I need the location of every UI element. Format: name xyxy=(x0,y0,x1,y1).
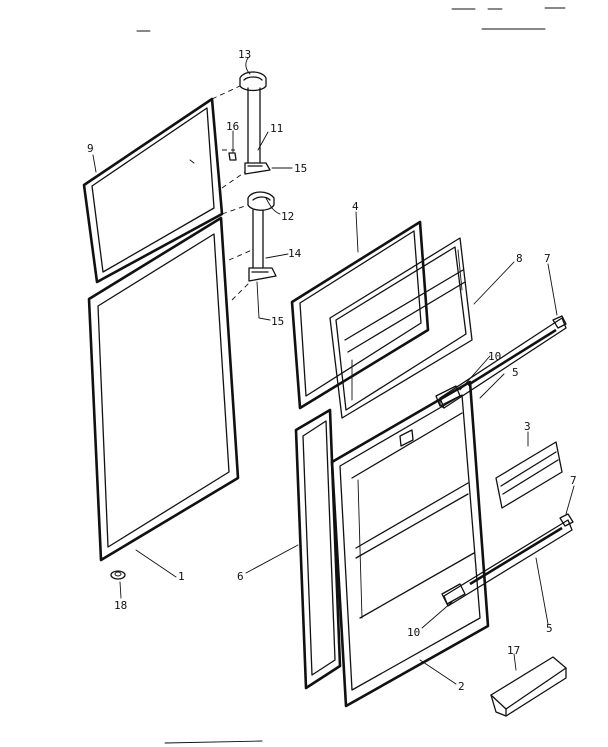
callout-7b: 7 xyxy=(570,474,577,487)
callout-15b: 15 xyxy=(271,315,284,328)
callout-6: 6 xyxy=(237,570,244,583)
freezer-door-liner xyxy=(329,237,473,419)
egg-bin xyxy=(490,656,567,717)
fresh-food-door-gasket xyxy=(87,216,240,562)
leader-lines xyxy=(92,57,575,685)
callout-7a: 7 xyxy=(544,252,551,265)
callout-10a: 10 xyxy=(488,350,501,363)
callout-18: 18 xyxy=(114,599,127,612)
callout-16: 16 xyxy=(226,120,239,133)
freezer-liner-gasket xyxy=(290,220,430,410)
callout-13: 13 xyxy=(238,48,251,61)
callout-labels: 13 16 11 15 12 14 15 9 4 8 7 10 5 3 7 1 … xyxy=(87,48,577,693)
dairy-compartment-door xyxy=(495,441,563,509)
callout-1: 1 xyxy=(178,570,185,583)
callout-2: 2 xyxy=(458,680,465,693)
callout-9: 9 xyxy=(87,142,94,155)
callout-10b: 10 xyxy=(407,626,420,639)
lower-door-shelf xyxy=(441,513,574,607)
hinge-assembly xyxy=(211,71,277,301)
callout-5b: 5 xyxy=(546,622,553,635)
scan-artifacts xyxy=(136,7,566,744)
callout-12: 12 xyxy=(281,210,294,223)
fresh-food-door-liner xyxy=(330,380,490,708)
lower-hinge-bushing xyxy=(110,570,126,580)
callout-17: 17 xyxy=(507,644,520,657)
callout-5a: 5 xyxy=(512,366,519,379)
upper-door-shelf xyxy=(435,315,567,409)
callout-8: 8 xyxy=(516,252,523,265)
fresh-food-liner-gasket xyxy=(294,408,342,690)
callout-15a: 15 xyxy=(294,162,307,175)
callout-14: 14 xyxy=(288,247,302,260)
callout-4: 4 xyxy=(352,200,359,213)
callout-3: 3 xyxy=(524,420,531,433)
callout-11: 11 xyxy=(270,122,283,135)
freezer-door-gasket xyxy=(82,97,224,284)
